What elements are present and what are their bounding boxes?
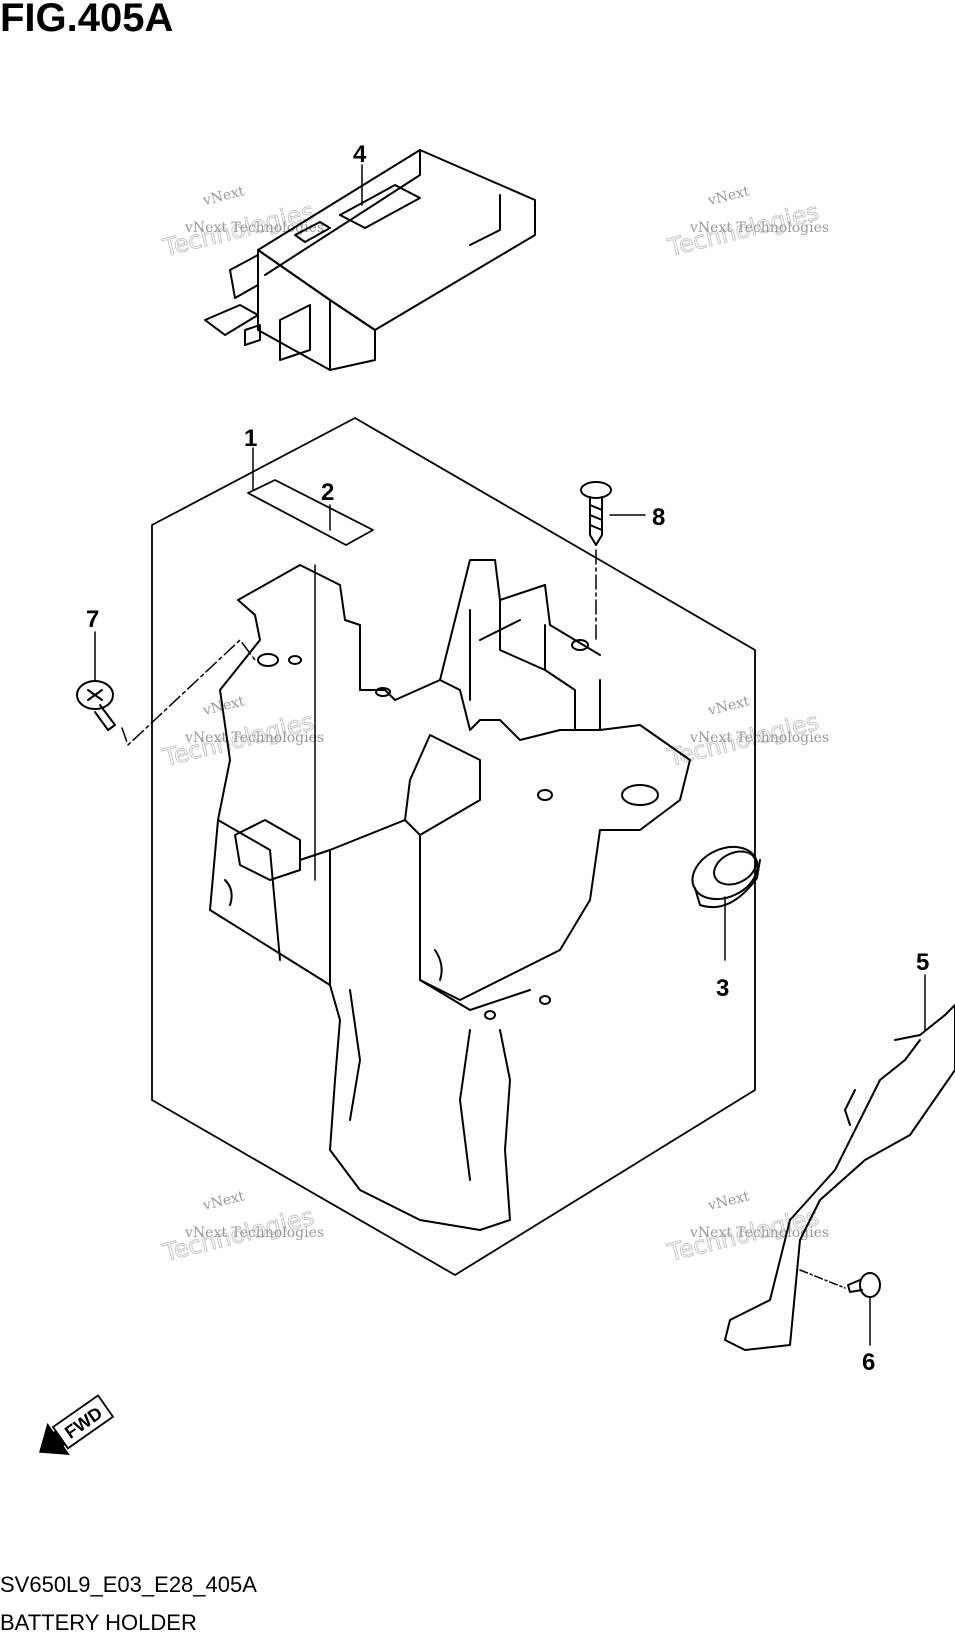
svg-text:vNext Technologies: vNext Technologies	[184, 1225, 324, 1241]
part-8-tapping-screw	[580, 481, 612, 546]
svg-text:vNext Technologies: vNext Technologies	[184, 730, 324, 746]
figure-name: BATTERY HOLDER	[0, 1610, 197, 1635]
figure-code: SV650L9_E03_E28_405A	[0, 1572, 257, 1597]
part-5-side-cover	[724, 1004, 955, 1351]
part-3-grommet	[691, 845, 761, 909]
callout-6: 6	[862, 1349, 875, 1376]
part-6-clip	[847, 1272, 881, 1298]
callout-8: 8	[652, 504, 665, 531]
assembly-box	[151, 417, 756, 1276]
watermark-mid-left: Technologies vNext vNext Technologies	[159, 693, 324, 772]
svg-text:vNext: vNext	[706, 1188, 752, 1214]
part-7-screw	[76, 680, 116, 731]
watermark-top-left: Technologies vNext vNext Technologies	[159, 183, 324, 262]
svg-text:vNext: vNext	[201, 1188, 247, 1214]
part-4-battery-cover	[204, 149, 536, 371]
watermark-mid-right: Technologies vNext vNext Technologies	[664, 693, 829, 772]
part-2-label	[247, 479, 374, 546]
svg-text:vNext Technologies: vNext Technologies	[689, 730, 829, 746]
part-1-battery-holder	[209, 559, 691, 1231]
callout-5: 5	[916, 949, 929, 976]
svg-text:vNext Technologies: vNext Technologies	[689, 1225, 829, 1241]
callout-2: 2	[321, 479, 334, 506]
callout-3: 3	[716, 975, 729, 1002]
callout-1: 1	[244, 425, 257, 452]
assembly-line-6	[799, 1269, 846, 1289]
watermark-bottom-left: Technologies vNext vNext Technologies	[159, 1188, 324, 1267]
assembly-line-7	[121, 639, 256, 746]
figure-title: FIG.405A	[0, 0, 174, 40]
fwd-arrow: FWD	[39, 1394, 115, 1455]
svg-text:vNext: vNext	[706, 183, 752, 209]
svg-text:vNext: vNext	[706, 693, 752, 719]
svg-text:vNext: vNext	[201, 183, 247, 209]
callout-4: 4	[353, 141, 367, 168]
callout-7: 7	[86, 606, 99, 633]
watermark-top-right: Technologies vNext vNext Technologies	[664, 183, 829, 262]
svg-text:vNext Technologies: vNext Technologies	[689, 220, 829, 236]
